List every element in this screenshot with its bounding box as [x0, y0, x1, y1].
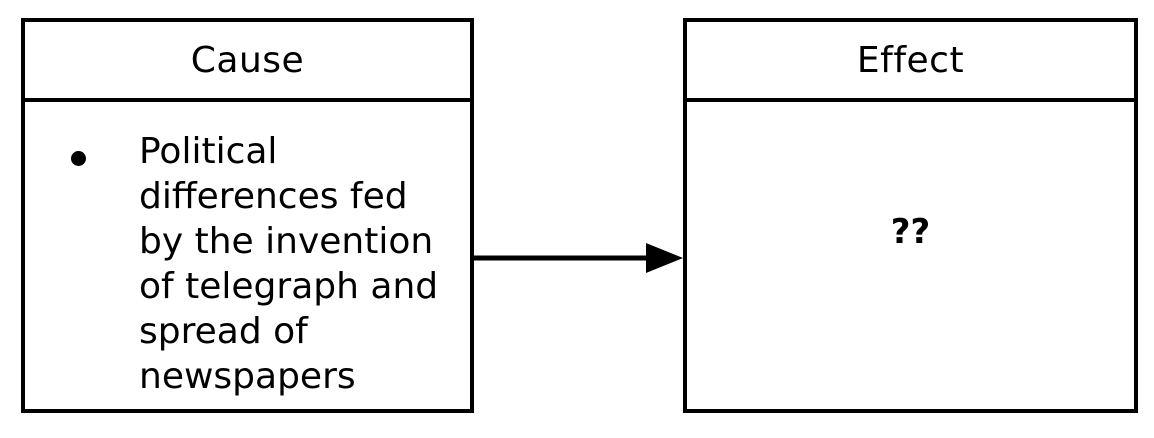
effect-title: Effect — [856, 39, 965, 81]
effect-header: Effect — [687, 22, 1134, 102]
effect-text: ?? — [890, 212, 931, 252]
cause-item-text: Political differences fed by the inventi… — [139, 131, 439, 397]
cause-header: Cause — [25, 22, 470, 102]
cause-list: Political differences fed by the inventi… — [25, 102, 470, 399]
bullet-icon — [71, 151, 86, 166]
effect-box: Effect ?? — [683, 18, 1138, 413]
cause-box: Cause Political differences fed by the i… — [21, 18, 474, 413]
effect-body: ?? — [687, 102, 1134, 409]
cause-body: Political differences fed by the inventi… — [25, 102, 470, 409]
cause-title: Cause — [190, 39, 305, 81]
cause-list-item: Political differences fed by the inventi… — [25, 102, 470, 399]
arrowhead-icon — [646, 243, 683, 273]
